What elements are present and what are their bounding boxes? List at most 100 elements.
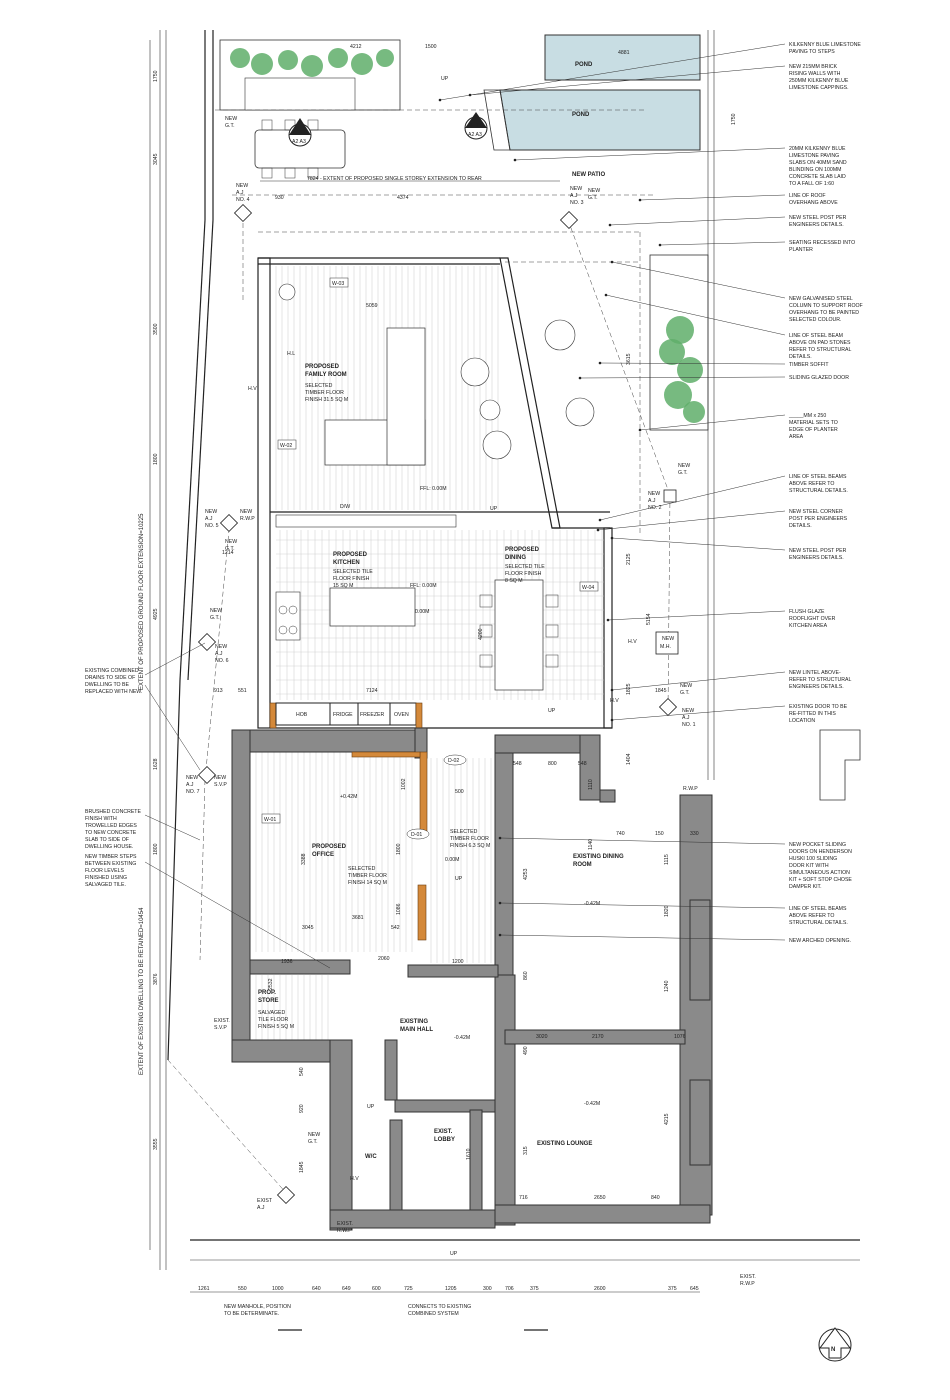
svg-text:1628: 1628 bbox=[153, 758, 159, 770]
section-marker-a: A-A A2 A3 bbox=[288, 118, 312, 147]
svg-text:490: 490 bbox=[523, 1046, 529, 1055]
svg-text:2650: 2650 bbox=[594, 1195, 606, 1201]
left-dimensions: 1750 3045 3500 1800 4925 1628 1800 3876 … bbox=[149, 40, 159, 1250]
svg-text:SLABS ON 40MM SAND: SLABS ON 40MM SAND bbox=[789, 160, 847, 166]
svg-text:1200: 1200 bbox=[452, 959, 464, 965]
svg-text:W-03: W-03 bbox=[332, 281, 344, 287]
svg-text:DINING: DINING bbox=[505, 555, 526, 561]
svg-text:548: 548 bbox=[513, 761, 522, 767]
svg-text:FINISHED USING: FINISHED USING bbox=[85, 875, 127, 881]
svg-text:551: 551 bbox=[238, 688, 247, 694]
svg-text:TO A FALL OF 1:60: TO A FALL OF 1:60 bbox=[789, 181, 834, 187]
svg-text:R.W.P: R.W.P bbox=[337, 1228, 352, 1234]
svg-text:2600: 2600 bbox=[594, 1286, 606, 1292]
svg-text:913: 913 bbox=[214, 688, 223, 694]
drain-node-aj5: NEW A.J NO. 5 NEW R.W.P NEW G.T. bbox=[205, 509, 255, 552]
note-drains: EXISTING COMBINED DRAINS TO SIDE OF DWEL… bbox=[85, 668, 142, 695]
existing-walls bbox=[231, 727, 861, 1231]
svg-text:EXISTING COMBINED: EXISTING COMBINED bbox=[85, 668, 139, 674]
svg-text:NEW: NEW bbox=[678, 463, 690, 469]
appliance-freezer: FREEZER bbox=[360, 712, 384, 718]
svg-text:1086: 1086 bbox=[396, 903, 402, 915]
note-concrete: BRUSHED CONCRETE FINISH WITH TROWELLED E… bbox=[85, 809, 141, 850]
svg-text:NEW STEEL POST PER: NEW STEEL POST PER bbox=[789, 548, 847, 554]
svg-text:R.W.P: R.W.P bbox=[740, 1281, 755, 1287]
svg-text:706: 706 bbox=[505, 1286, 514, 1292]
appliance-oven: OVEN bbox=[394, 712, 409, 718]
svg-text:NO. 6: NO. 6 bbox=[215, 658, 229, 664]
svg-text:5154: 5154 bbox=[646, 613, 652, 625]
svg-text:EXIST.: EXIST. bbox=[740, 1274, 756, 1280]
svg-text:4253: 4253 bbox=[523, 868, 529, 880]
svg-text:NEW: NEW bbox=[186, 775, 198, 781]
svg-text:LIMESTONE CAPPINGS.: LIMESTONE CAPPINGS. bbox=[789, 85, 849, 91]
svg-text:A.J: A.J bbox=[186, 782, 194, 788]
svg-text:G.T.: G.T. bbox=[225, 546, 235, 552]
svg-text:OVERHANG ABOVE: OVERHANG ABOVE bbox=[789, 200, 838, 206]
svg-text:740: 740 bbox=[616, 831, 625, 837]
svg-text:COMBINED SYSTEM: COMBINED SYSTEM bbox=[408, 1311, 459, 1317]
svg-text:NEW MANHOLE, POSITION: NEW MANHOLE, POSITION bbox=[224, 1304, 291, 1310]
svg-text:A.J: A.J bbox=[236, 190, 244, 196]
svg-text:W-04: W-04 bbox=[582, 585, 594, 591]
svg-text:DOOR KIT WITH: DOOR KIT WITH bbox=[789, 863, 829, 869]
svg-text:550: 550 bbox=[238, 1286, 247, 1292]
svg-text:3045: 3045 bbox=[302, 925, 314, 931]
bottom-dimensions: 1261 550 1000 640 649 600 725 1205 300 7… bbox=[190, 1286, 700, 1293]
svg-text:KITCHEN: KITCHEN bbox=[333, 560, 360, 566]
note-steps: NEW TIMBER STEPS BETWEEN EXISTING FLOOR … bbox=[85, 854, 137, 888]
svg-text:REFER TO STRUCTURAL: REFER TO STRUCTURAL bbox=[789, 347, 851, 353]
drain-node-aj7: NEW A.J NO. 7 NEW S.V.P bbox=[186, 765, 227, 795]
garden-area: POND POND bbox=[215, 34, 709, 431]
svg-text:SALVAGED TILE.: SALVAGED TILE. bbox=[85, 882, 126, 888]
svg-text:DETAILS.: DETAILS. bbox=[789, 354, 812, 360]
svg-text:SELECTED: SELECTED bbox=[348, 866, 376, 872]
svg-text:1110: 1110 bbox=[588, 779, 594, 790]
svg-text:SLAB TO SIDE OF: SLAB TO SIDE OF bbox=[85, 837, 129, 843]
vertical-label-dwelling: EXTENT OF EXISTING DWELLING TO BE RETAIN… bbox=[139, 907, 145, 1075]
svg-text:A2 A3: A2 A3 bbox=[292, 139, 306, 145]
svg-text:SEATING RECESSED INTO: SEATING RECESSED INTO bbox=[789, 240, 855, 246]
svg-text:EXISTING DOOR TO BE: EXISTING DOOR TO BE bbox=[789, 704, 848, 710]
svg-text:SELECTED TILE: SELECTED TILE bbox=[505, 564, 545, 570]
svg-text:4200: 4200 bbox=[478, 628, 484, 640]
svg-text:ENGINEERS DETAILS.: ENGINEERS DETAILS. bbox=[789, 555, 844, 561]
right-note: NEW ARCHED OPENING. bbox=[498, 933, 851, 944]
svg-text:STORE: STORE bbox=[258, 998, 279, 1004]
svg-text:H.V: H.V bbox=[610, 698, 619, 704]
svg-text:RISING WALLS WITH: RISING WALLS WITH bbox=[789, 71, 841, 77]
svg-text:TO BE DETERMINATE.: TO BE DETERMINATE. bbox=[224, 1311, 279, 1317]
svg-text:542: 542 bbox=[391, 925, 400, 931]
svg-text:NO. 2: NO. 2 bbox=[648, 505, 662, 511]
svg-text:NEW: NEW bbox=[225, 539, 237, 545]
svg-text:EDGE OF PLANTER: EDGE OF PLANTER bbox=[789, 427, 838, 433]
svg-text:LIMESTONE PAVING: LIMESTONE PAVING bbox=[789, 153, 839, 159]
svg-text:NEW: NEW bbox=[570, 186, 582, 192]
svg-text:SELECTED: SELECTED bbox=[450, 829, 478, 835]
svg-text:1800: 1800 bbox=[153, 843, 159, 855]
svg-text:3555: 3555 bbox=[153, 1138, 159, 1150]
svg-text:1076: 1076 bbox=[674, 1034, 686, 1040]
svg-text:1936: 1936 bbox=[281, 959, 293, 965]
svg-text:NEW 215MM BRICK: NEW 215MM BRICK bbox=[789, 64, 838, 70]
svg-text:CONCRETE SLAB LAID: CONCRETE SLAB LAID bbox=[789, 174, 846, 180]
svg-text:M.H.: M.H. bbox=[660, 644, 671, 650]
svg-text:FAMILY ROOM: FAMILY ROOM bbox=[305, 372, 347, 378]
svg-text:NO. 3: NO. 3 bbox=[570, 200, 584, 206]
svg-text:COLUMN TO SUPPORT ROOF: COLUMN TO SUPPORT ROOF bbox=[789, 303, 863, 309]
family-room-furniture bbox=[278, 283, 512, 466]
kitchen-units bbox=[275, 514, 457, 641]
svg-text:600: 600 bbox=[372, 1286, 381, 1292]
up-label-2: UP bbox=[548, 708, 556, 714]
svg-text:H.V: H.V bbox=[248, 386, 257, 392]
svg-text:NEW STEEL POST PER: NEW STEEL POST PER bbox=[789, 215, 847, 221]
top-dimensions: 4212 1500 4881 930 4374 5059 1750 bbox=[275, 44, 737, 309]
